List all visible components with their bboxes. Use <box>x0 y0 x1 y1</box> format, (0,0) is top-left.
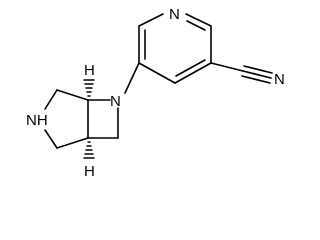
bond-triple-2 <box>243 65 273 74</box>
bond-c2-nh <box>44 89 58 110</box>
hashed-bond-top <box>83 79 95 97</box>
bond-nh-c4 <box>44 129 58 149</box>
bond-c5-c4 <box>174 62 212 84</box>
bond-c1-c2 <box>56 89 89 101</box>
bond-c5-cnitrile <box>210 62 244 72</box>
azetidine-n-label: N <box>110 93 121 110</box>
molecule-structure-diagram: N N N NH H H <box>26 6 285 180</box>
bond-c5-c4-inner <box>175 59 206 77</box>
pyridine-ring <box>138 13 212 84</box>
bond-c4-c5 <box>56 137 89 149</box>
bicyclic-core <box>44 79 119 159</box>
pyridine-n-label: N <box>169 6 180 23</box>
amine-nh-label: NH <box>26 112 48 129</box>
bond-triple-1 <box>242 70 272 79</box>
stereo-h-top-label: H <box>84 62 95 79</box>
bond-c3-azetidine-n <box>124 62 140 94</box>
bond-c2-n1 <box>138 13 164 27</box>
nitrile-n-label: N <box>274 71 285 88</box>
bond-n1-c6-inner <box>186 20 206 31</box>
nitrile-group <box>210 62 273 84</box>
bond-c4-c3 <box>138 62 176 84</box>
hashed-bond-bottom <box>83 141 95 159</box>
stereo-h-bottom-label: H <box>84 163 95 180</box>
bond-n1-c6 <box>185 13 212 27</box>
bond-triple-3 <box>241 75 271 84</box>
